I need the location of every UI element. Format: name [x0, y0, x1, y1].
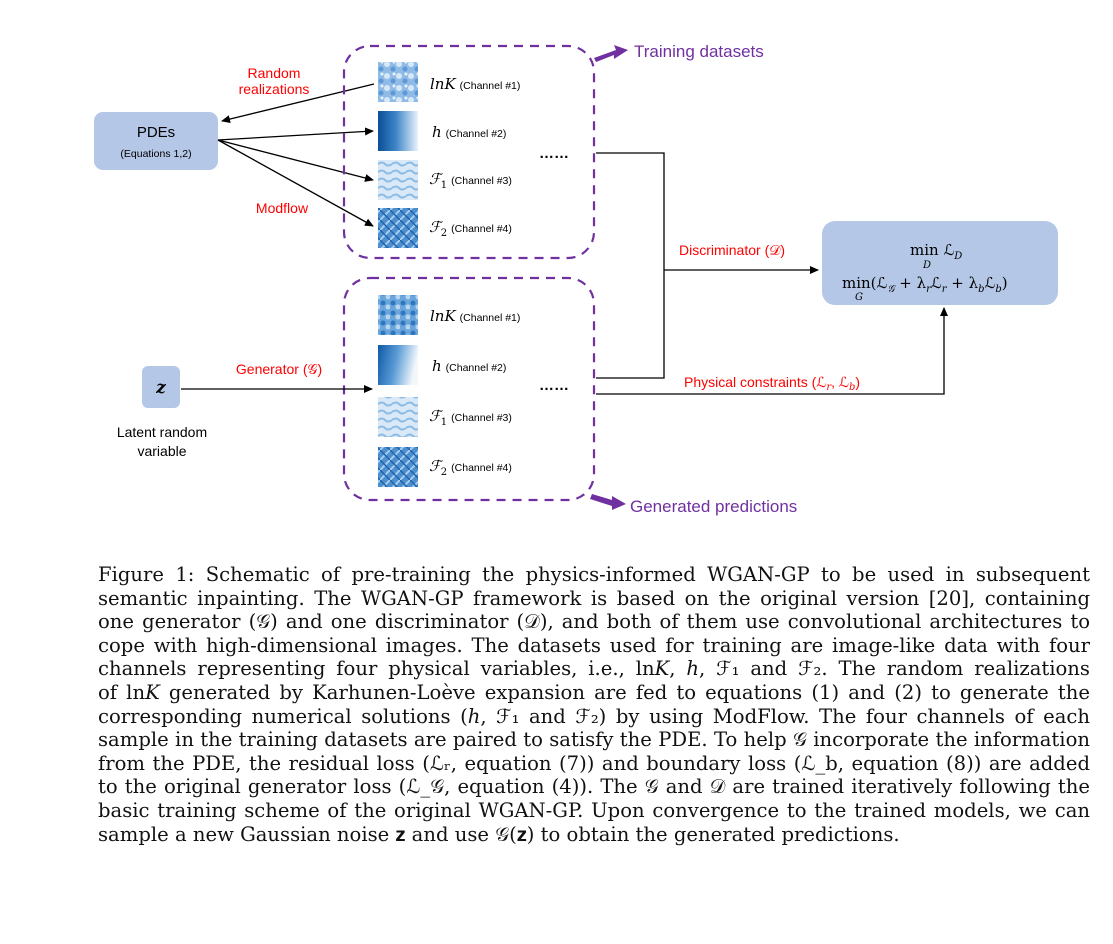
objective-line-2: min(ℒ𝒢 + λrℒr + λbℒb): [842, 274, 1008, 295]
generated-ellipsis: ……: [539, 377, 569, 394]
svg-text:h(Channel #2): h(Channel #2): [432, 123, 506, 141]
random-realizations-label-2: realizations: [239, 81, 310, 97]
caption-line-2: semantic inpainting. The WGAN-GP framewo…: [98, 586, 1090, 610]
pdes-title: PDEs: [137, 124, 175, 141]
figure-caption: Figure 1: Schematic of pre-training the …: [98, 563, 1090, 846]
caption-line-10: to the original generator loss (ℒ_𝒢, equ…: [98, 775, 1090, 799]
caption-line-12: sample a new Gaussian noise 𝐳 and use 𝒢(…: [98, 822, 900, 846]
objective-line-1-min-sub: D: [922, 260, 931, 271]
generated-predictions-label: Generated predictions: [630, 497, 797, 516]
svg-text:ℱ2(Channel #4): ℱ2(Channel #4): [429, 218, 512, 239]
svg-text:ℱ2(Channel #4): ℱ2(Channel #4): [429, 457, 512, 478]
generated-to-discriminator-line: [596, 270, 665, 379]
arrow-pdes-to-f2: [217, 139, 374, 227]
generated-channel-1: lnK(Channel #1): [430, 307, 520, 325]
arrow-pdes-to-f1: [217, 139, 374, 182]
svg-text:ℱ1(Channel #3): ℱ1(Channel #3): [429, 170, 512, 191]
training-f1-thumbnail: [378, 160, 418, 200]
training-ellipsis: ……: [539, 145, 569, 162]
latent-label-2: variable: [137, 443, 186, 459]
latent-z-box: z: [142, 366, 180, 408]
generated-f1-thumbnail: [378, 397, 418, 437]
discriminator-label: Discriminator (𝒟): [679, 242, 785, 258]
pdes-subtitle: (Equations 1,2): [120, 148, 191, 160]
generated-channel-3: ℱ1(Channel #3): [429, 407, 512, 428]
generator-label: Generator (𝒢): [236, 361, 322, 377]
training-datasets-group: [342, 44, 596, 260]
training-datasets-callout: Training datasets: [594, 42, 764, 62]
training-h-thumbnail: [378, 111, 418, 151]
training-channel-4: ℱ2(Channel #4): [429, 218, 512, 239]
caption-line-4: cope with high-dimensional images. The d…: [98, 633, 1090, 657]
physical-constraints-label: Physical constraints (ℒr, ℒb): [684, 374, 860, 393]
random-realizations-label-1: Random: [248, 65, 301, 81]
schematic-figure: PDEs (Equations 1,2) Random realizations…: [94, 42, 1058, 516]
generated-lnk-thumbnail: [378, 295, 418, 335]
objective-line-1: min ℒD: [910, 241, 962, 262]
caption-line-5: channels representing four physical vari…: [98, 657, 1090, 681]
caption-line-3: one generator (𝒢) and one discriminator …: [98, 610, 1090, 634]
training-channel-1: lnK(Channel #1): [430, 75, 520, 93]
objective-box: min ℒD D min(ℒ𝒢 + λrℒr + λbℒb) G: [822, 221, 1058, 305]
z-label: z: [155, 378, 166, 398]
generated-f2-thumbnail: [378, 447, 418, 487]
modflow-label: Modflow: [256, 200, 309, 216]
svg-text:lnK(Channel #1): lnK(Channel #1): [430, 307, 520, 325]
generated-channel-4: ℱ2(Channel #4): [429, 457, 512, 478]
caption-line-6: of ln𝐾 generated by Karhunen-Loève expan…: [98, 680, 1090, 704]
objective-line-2-min-sub: G: [855, 292, 863, 303]
arrow-pdes-to-h: [217, 127, 374, 141]
training-f2-thumbnail: [378, 208, 418, 248]
caption-line-8: sample in the training datasets are pair…: [98, 728, 1090, 752]
caption-line-9: from the PDE, the residual loss (ℒᵣ, equ…: [98, 751, 1090, 775]
arrow-realizations-to-pdes: [221, 83, 375, 123]
latent-label-1: Latent random: [117, 424, 207, 440]
svg-text:lnK(Channel #1): lnK(Channel #1): [430, 75, 520, 93]
physical-constraints-arrow: [596, 307, 948, 395]
generated-h-thumbnail: [378, 345, 418, 385]
training-lnk-thumbnail: [378, 62, 418, 102]
svg-text:h(Channel #2): h(Channel #2): [432, 357, 506, 375]
training-channel-3: ℱ1(Channel #3): [429, 170, 512, 191]
training-datasets-label: Training datasets: [634, 42, 764, 61]
svg-text:ℱ1(Channel #3): ℱ1(Channel #3): [429, 407, 512, 428]
training-channel-2: h(Channel #2): [432, 123, 506, 141]
pdes-box: PDEs (Equations 1,2): [94, 112, 218, 170]
caption-line-1: Figure 1: Schematic of pre-training the …: [98, 563, 1090, 586]
caption-line-7: corresponding numerical solutions (ℎ, ℱ₁…: [98, 704, 1090, 728]
generated-predictions-callout: Generated predictions: [590, 494, 797, 516]
caption-line-11: basic training scheme of the original WG…: [98, 798, 1090, 822]
training-to-discriminator-line: [596, 152, 665, 270]
generated-channel-2: h(Channel #2): [432, 357, 506, 375]
